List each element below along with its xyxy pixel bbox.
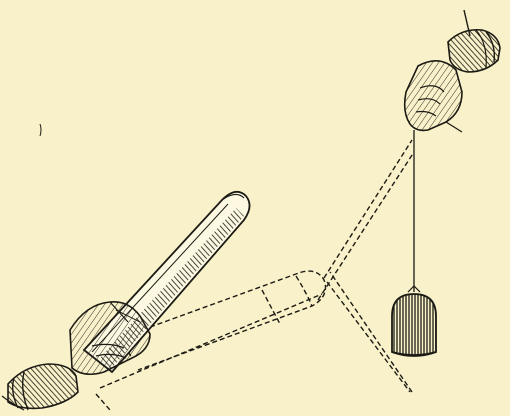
gloved-left-hand bbox=[405, 10, 500, 132]
gloved-right-hand bbox=[2, 302, 150, 410]
suspended-weight bbox=[392, 286, 436, 356]
ink-speck bbox=[40, 124, 41, 136]
